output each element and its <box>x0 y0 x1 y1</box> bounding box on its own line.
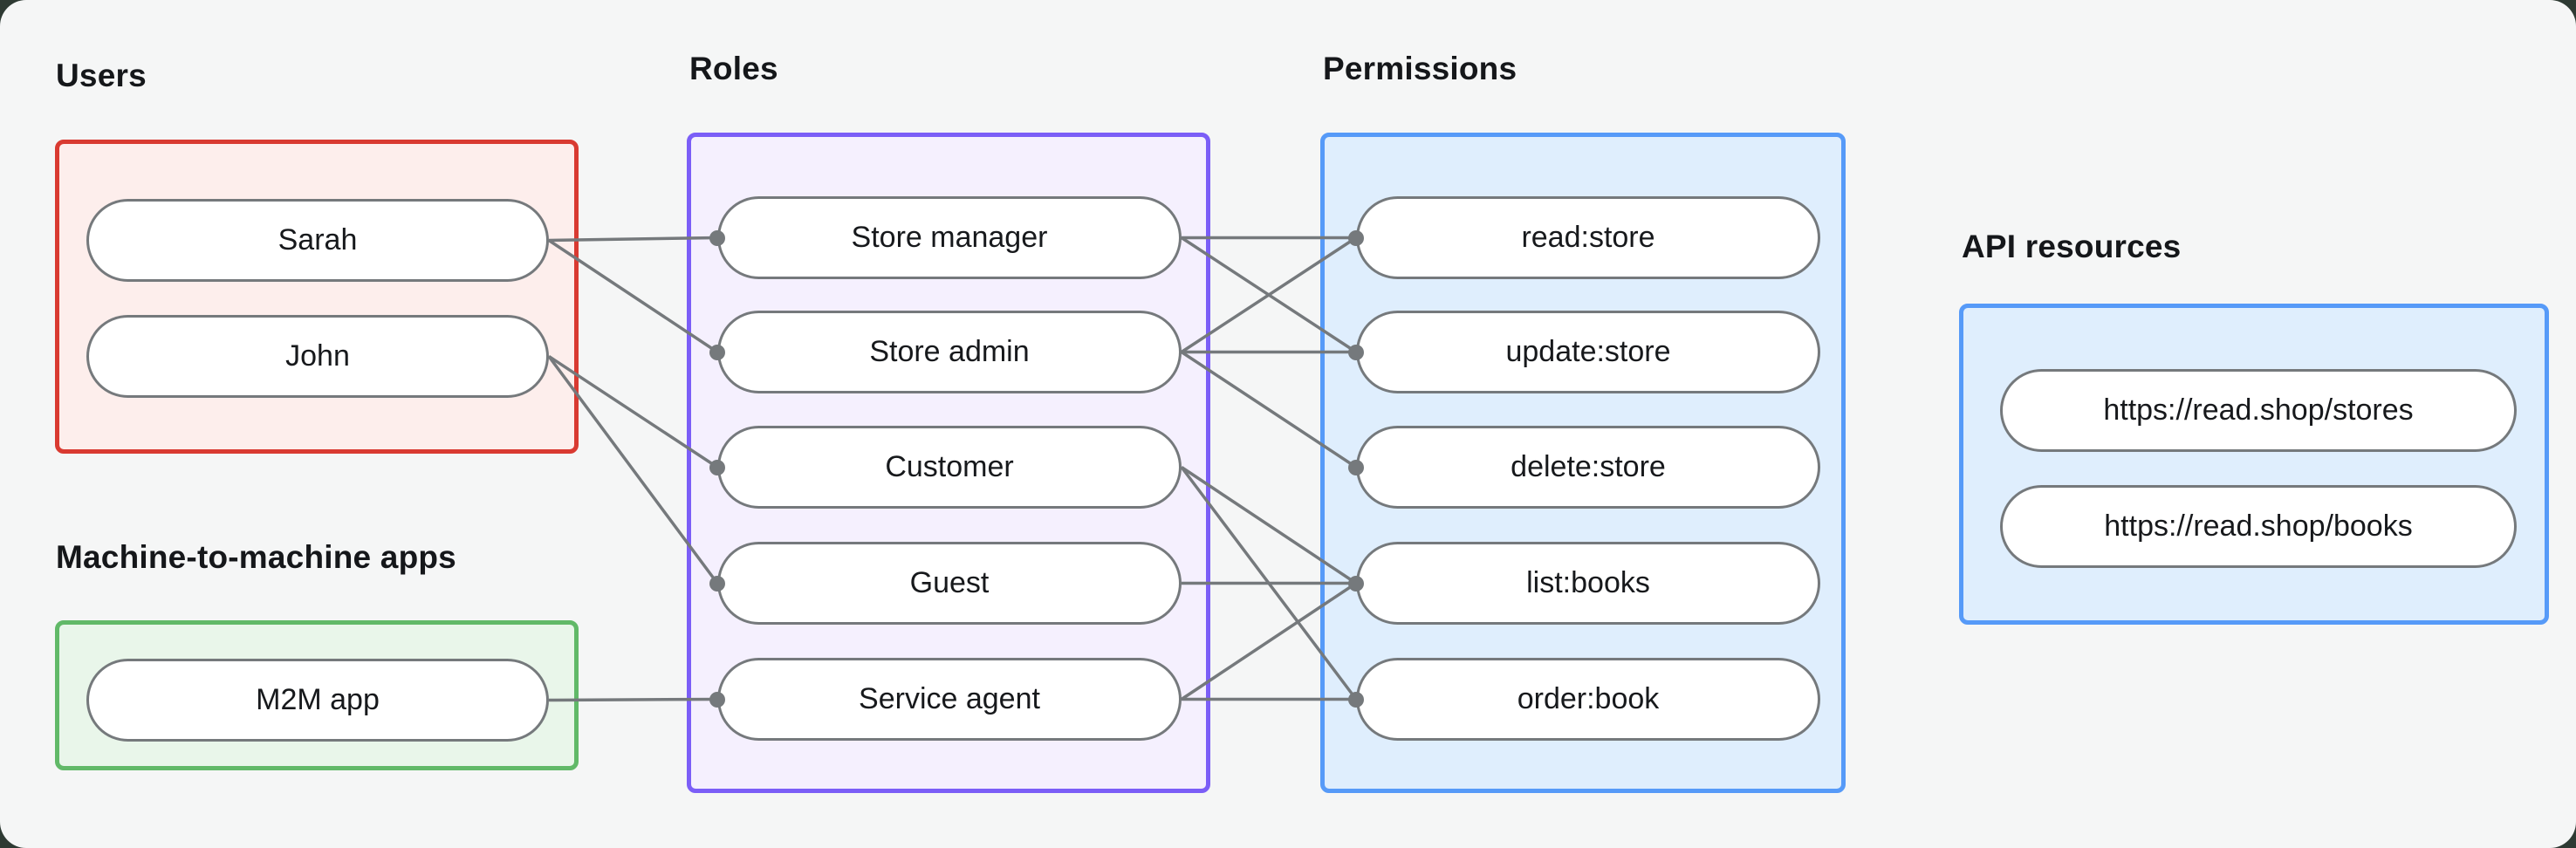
edge-m2m-app-to-service-agent <box>548 697 718 702</box>
node-delete-store: delete:store <box>1356 426 1820 509</box>
api-resources-group-box <box>1959 304 2549 625</box>
edge-store-admin-to-read-store <box>1181 236 1357 353</box>
edge-john-to-customer <box>548 355 718 468</box>
edge-sarah-to-store-admin <box>548 239 718 353</box>
node-books-api: https://read.shop/books <box>2000 485 2517 568</box>
connector-dot-store-admin <box>709 344 725 360</box>
edge-sarah-to-store-manager <box>548 236 718 243</box>
users-section-label: Users <box>56 58 147 93</box>
node-order-book: order:book <box>1356 658 1820 741</box>
node-stores-api: https://read.shop/stores <box>2000 369 2517 452</box>
node-guest: Guest <box>717 542 1182 625</box>
node-service-agent: Service agent <box>717 658 1182 741</box>
edge-john-to-guest <box>547 355 719 585</box>
node-customer: Customer <box>717 426 1182 509</box>
edge-store-admin-to-delete-store <box>1181 351 1357 468</box>
permissions-section-label: Permissions <box>1323 51 1518 86</box>
node-store-manager: Store manager <box>717 196 1182 279</box>
node-store-admin: Store admin <box>717 311 1182 393</box>
m2m-apps-section-label: Machine-to-machine apps <box>56 539 456 575</box>
node-sarah: Sarah <box>86 199 549 282</box>
users-group-box <box>55 140 579 454</box>
connector-dot-guest <box>709 575 725 592</box>
connector-dot-read-store <box>1348 229 1364 246</box>
edge-service-agent-to-list-books <box>1181 582 1357 701</box>
api-resources-section-label: API resources <box>1962 229 2182 264</box>
connector-dot-service-agent <box>709 691 725 708</box>
node-m2m-app: M2M app <box>86 659 549 742</box>
connector-dot-store-manager <box>709 229 725 246</box>
connector-dot-update-store <box>1348 344 1364 360</box>
node-list-books: list:books <box>1356 542 1820 625</box>
node-read-store: read:store <box>1356 196 1820 279</box>
node-john: John <box>86 315 549 398</box>
roles-section-label: Roles <box>689 51 778 86</box>
connector-dot-list-books <box>1348 575 1364 592</box>
connector-dot-order-book <box>1348 691 1364 708</box>
node-update-store: update:store <box>1356 311 1820 393</box>
connector-dot-customer <box>709 459 725 475</box>
edge-customer-to-list-books <box>1181 466 1357 585</box>
connector-dot-delete-store <box>1348 459 1364 475</box>
